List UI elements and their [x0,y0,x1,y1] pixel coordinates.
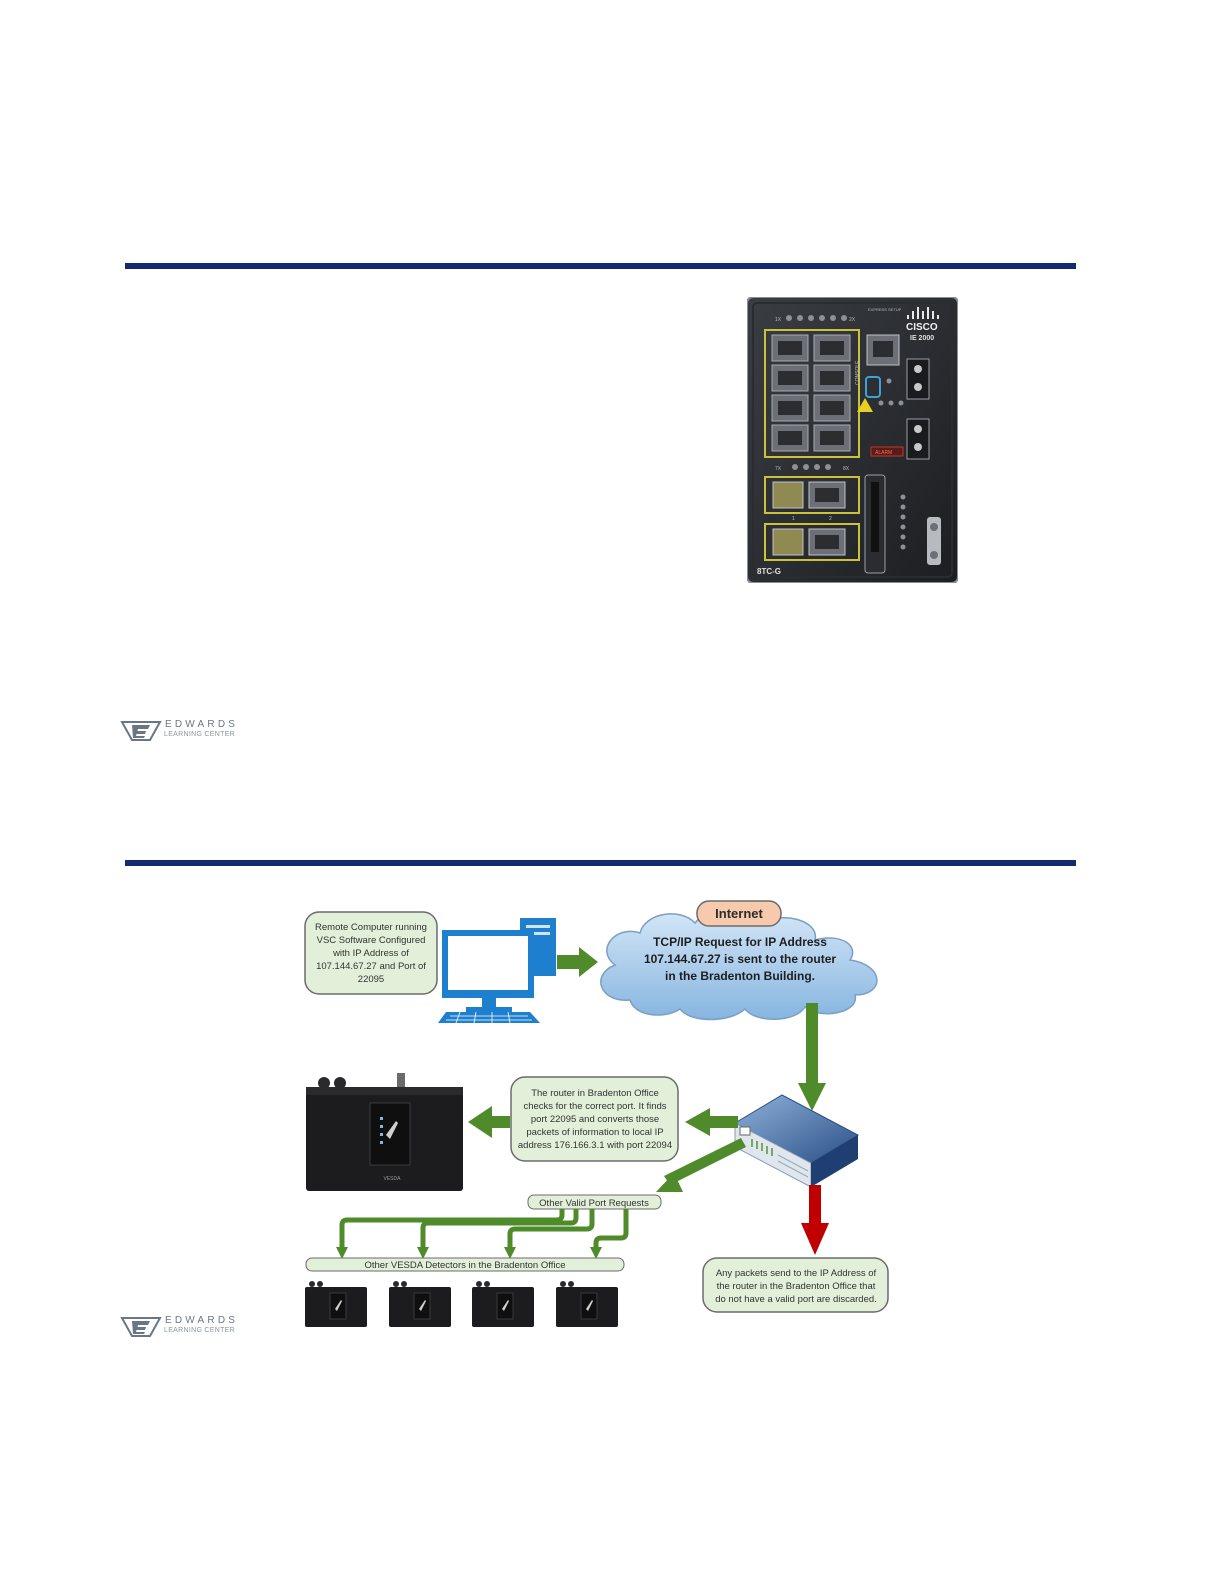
remote-note-line-5: 22095 [358,974,384,985]
switch-variant: 8TC-G [757,567,781,576]
discard-note-line-2: the router in the Bradenton Office that [717,1281,876,1292]
remote-note-line-2: VSC Software Configured [317,935,426,946]
port-label-2: 2 [829,516,832,522]
arrow-note-to-vesda [468,1106,510,1138]
discard-note-line-1: Any packets send to the IP Address of [716,1268,877,1279]
alarm-label: ALARM [875,450,892,456]
edwards-logo: EDWARDS LEARNING CENTER [120,1314,240,1344]
port-label-1: 1 [792,516,795,522]
arrows-to-other-detectors [339,1209,629,1250]
port-label-7x: 7X [775,466,782,472]
express-setup-label: EXPRESS SETUP [868,307,902,312]
other-detectors-label: Other VESDA Detectors in the Bradenton O… [364,1260,565,1271]
vesda-detector-small-1 [305,1281,367,1327]
logo-subtitle: LEARNING CENTER [164,731,236,738]
router-note-line-1: The router in Bradenton Office [531,1088,659,1099]
cisco-switch-image: 1X 2X 7X 8X 1 2 [746,296,959,584]
logo-subtitle: LEARNING CENTER [164,1327,236,1334]
other-ports-label: Other Valid Port Requests [539,1198,649,1209]
discard-note-line-3: do not have a valid port are discarded. [715,1294,877,1305]
router-note [510,1076,679,1162]
console-label: CONSOLE [855,360,861,385]
internet-badge [696,900,782,927]
discard-note [702,1257,889,1313]
vesda-detector-main: VESDA [306,1073,463,1191]
internet-cloud: TCP/IP Request for IP Address 107.144.67… [600,908,878,1021]
port-label-2x: 2X [849,317,856,323]
router-note-line-5: address 176.166.3.1 with port 22094 [518,1140,672,1151]
vesda-label: VESDA [384,1176,402,1182]
cloud-text-line-2: 107.144.67.27 is sent to the router [644,952,836,966]
remote-computer-icon [438,918,556,1024]
cloud-text-line-1: TCP/IP Request for IP Address [653,935,827,949]
arrow-router-to-discard [801,1185,829,1255]
cloud-text-line-3: in the Bradenton Building. [665,969,815,983]
vesda-detector-small-3 [472,1281,534,1327]
arrow-router-to-note [685,1108,738,1136]
edwards-shield-icon [120,721,162,741]
arrow-cloud-to-router [798,1003,826,1111]
router-note-line-4: packets of information to local IP [526,1127,663,1138]
logo-name: EDWARDS [165,719,239,730]
arrow-computer-to-cloud [557,947,598,977]
port-label-1x: 1X [775,317,782,323]
vesda-detector-small-2 [389,1281,451,1327]
logo-name: EDWARDS [165,1315,239,1326]
vesda-detector-small-4 [556,1281,618,1327]
edwards-shield-icon [120,1317,162,1337]
edwards-logo: EDWARDS LEARNING CENTER [120,718,240,748]
port-forwarding-diagram: Remote Computer running VSC Software Con… [300,895,900,1335]
switch-brand: CISCO [906,322,938,333]
port-label-8x: 8X [843,466,850,472]
router-note-line-2: checks for the correct port. It finds [523,1101,666,1112]
router-note-line-3: port 22095 and converts those [531,1114,659,1125]
internet-badge-label: Internet [715,906,763,921]
switch-model: IE 2000 [910,335,934,342]
slide1-header-rule [125,263,1076,269]
remote-note-line-1: Remote Computer running [315,922,427,933]
slide2-header-rule [125,860,1076,866]
remote-note-line-3: with IP Address of [332,948,409,959]
remote-computer-note [304,911,438,995]
arrow-router-to-other-ports [656,1138,746,1192]
router-icon [733,1094,860,1188]
other-detectors-label-box [305,1257,625,1272]
remote-note-line-4: 107.144.67.27 and Port of [316,961,426,972]
